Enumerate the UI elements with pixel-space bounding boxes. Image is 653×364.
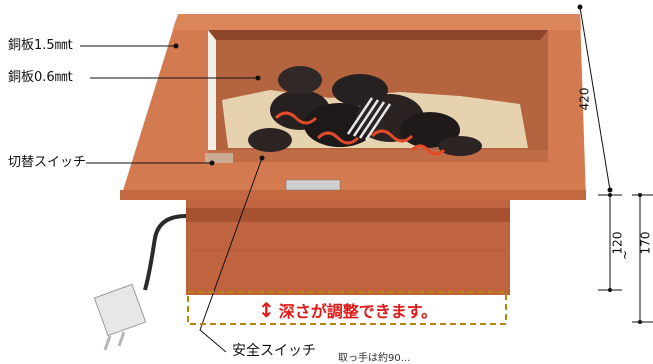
leader-dots <box>173 43 265 166</box>
power-cord <box>143 214 187 291</box>
depth-adjust-callout: ↕深さが調整できます。 <box>258 298 437 322</box>
power-plug-icon <box>93 283 147 351</box>
heater-coil <box>274 111 446 156</box>
fire-tongs <box>346 97 392 141</box>
box-body-front <box>186 200 510 295</box>
label-switch: 切替スイッチ <box>8 155 87 170</box>
up-down-arrow-icon: ↕ <box>258 298 275 322</box>
leader-lines <box>80 45 263 353</box>
switch-indicator <box>205 153 233 163</box>
label-copper-inner: 銅板0.6㎜t <box>8 70 73 85</box>
partial-note: 取っ手は約90... <box>338 353 411 364</box>
label-copper-outer: 銅板1.5㎜t <box>8 38 73 53</box>
box-body-band <box>186 208 510 222</box>
dimension-tilde-text: ~ <box>618 249 633 261</box>
height-dimension <box>598 194 653 323</box>
width-dimension <box>579 6 611 191</box>
depth-adjust-text: 深さが調整できます。 <box>278 302 438 321</box>
dimension-width-text: 420 <box>577 87 592 111</box>
dimension-height-max-text: 170 <box>638 231 653 255</box>
switch-plate <box>285 179 341 191</box>
label-safety-switch: 安全スイッチ <box>232 343 316 359</box>
adjust-callout-box <box>187 291 507 325</box>
